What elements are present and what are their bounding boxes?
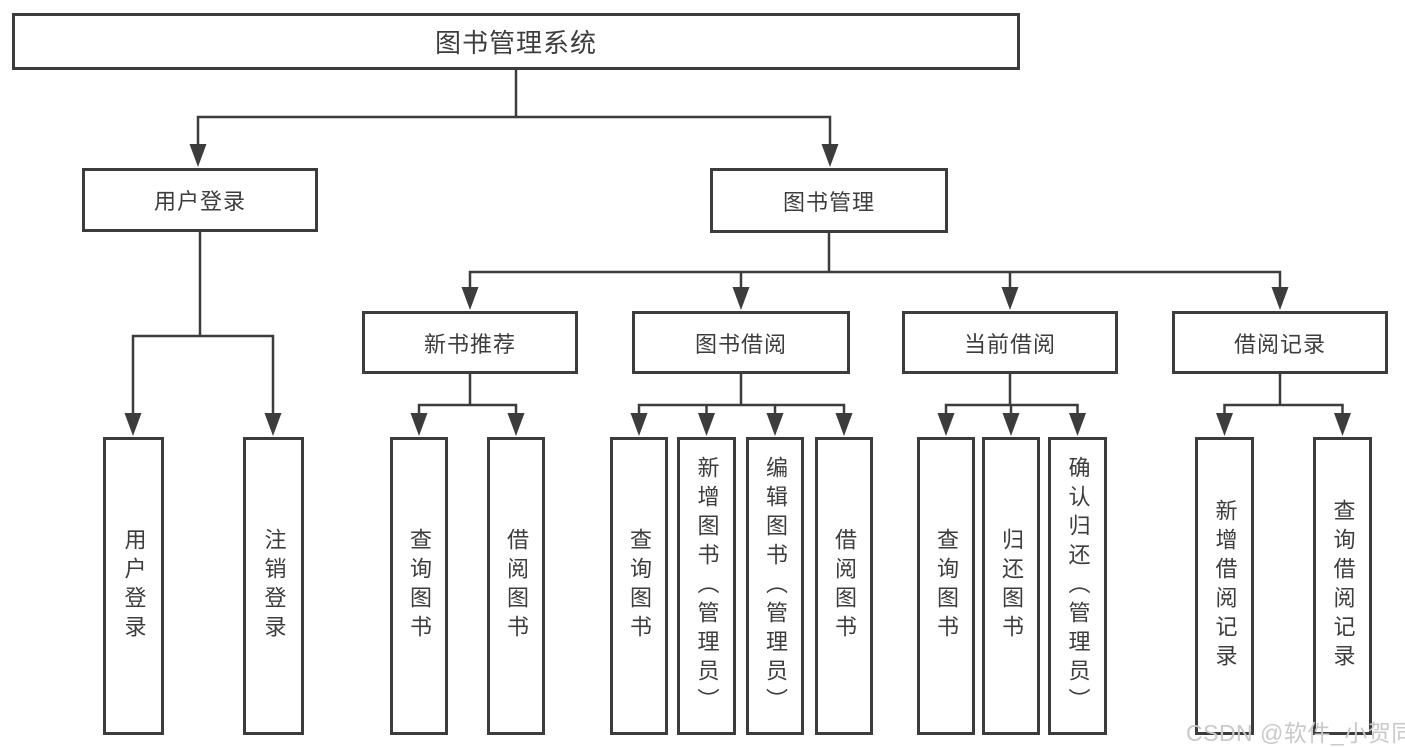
leaf-borrow-book-recommend: 借阅图书: [487, 437, 545, 735]
node-book-borrow: 图书借阅: [632, 311, 850, 374]
connector-new-book-recommend-branch: [410, 372, 525, 436]
leaf-borrow-book: 借阅图书: [815, 437, 873, 735]
node-label: 借阅图书: [504, 528, 529, 644]
leaf-return-book: 归还图书: [982, 437, 1040, 735]
arrowhead-icon: [1002, 413, 1020, 436]
node-label: 查询借阅记录: [1330, 499, 1356, 673]
node-borrow-records: 借阅记录: [1172, 311, 1388, 374]
leaf-query-book-current: 查询图书: [917, 437, 975, 735]
arrowhead-icon: [698, 413, 715, 436]
node-label: 归还图书: [999, 528, 1024, 644]
connector-book-management-branch: [461, 231, 1289, 310]
leaf-confirm-return-admin: 确认归还（管理员）: [1048, 437, 1107, 735]
node-label: 图书管理: [782, 189, 875, 215]
arrowhead-icon: [189, 144, 207, 167]
node-library-management-system: 图书管理系统: [12, 13, 1020, 70]
arrowhead-icon: [264, 413, 282, 436]
node-label: 当前借阅: [963, 331, 1056, 357]
node-label: 确认归还（管理员）: [1065, 455, 1091, 717]
leaf-add-book-admin: 新增图书（管理员）: [677, 437, 736, 735]
leaf-edit-book-admin: 编辑图书（管理员）: [746, 437, 804, 735]
leaf-query-borrow-record: 查询借阅记录: [1313, 437, 1372, 735]
node-label: 查询图书: [934, 528, 959, 644]
connector-root-to-level2: [189, 68, 839, 167]
arrowhead-icon: [507, 413, 525, 436]
leaf-add-borrow-record: 新增借阅记录: [1195, 437, 1254, 735]
arrowhead-icon: [821, 144, 839, 167]
leaf-query-book-recommend: 查询图书: [390, 437, 448, 735]
node-label: 注销登录: [261, 528, 287, 644]
leaf-user-login: 用户登录: [103, 437, 164, 735]
arrowhead-icon: [1334, 413, 1351, 436]
arrowhead-icon: [1216, 413, 1233, 436]
arrowhead-icon: [766, 413, 784, 436]
node-user-login: 用户登录: [82, 168, 318, 232]
node-label: 用户登录: [121, 528, 147, 644]
csdn-watermark: CSDN @软件_小贺同学: [1186, 720, 1405, 746]
node-book-management: 图书管理: [710, 168, 948, 233]
leaf-logout: 注销登录: [243, 437, 304, 735]
node-new-book-recommend: 新书推荐: [362, 311, 578, 374]
node-label: 图书借阅: [694, 331, 787, 357]
node-label: 新增借阅记录: [1212, 499, 1238, 673]
arrowhead-icon: [835, 413, 853, 436]
arrowhead-icon: [937, 413, 955, 436]
node-label: 新书推荐: [423, 331, 516, 357]
connector-borrow-records-branch: [1216, 372, 1351, 436]
node-label: 用户登录: [153, 189, 246, 214]
arrowhead-icon: [1271, 287, 1289, 310]
node-label: 借阅记录: [1233, 331, 1326, 357]
arrowhead-icon: [1069, 413, 1086, 436]
arrowhead-icon: [124, 413, 142, 436]
leaf-query-book-borrow: 查询图书: [610, 437, 668, 735]
node-label: 查询图书: [627, 528, 652, 644]
node-label: 借阅图书: [832, 528, 857, 644]
arrowhead-icon: [1001, 287, 1019, 310]
node-current-borrow: 当前借阅: [902, 311, 1118, 374]
connector-book-borrow-branch: [630, 372, 853, 436]
node-label: 编辑图书（管理员）: [763, 455, 788, 717]
node-label: 新增图书（管理员）: [694, 455, 720, 717]
connector-current-borrow-branch: [937, 372, 1086, 436]
arrowhead-icon: [410, 413, 428, 436]
arrowhead-icon: [630, 413, 648, 436]
arrowhead-icon: [461, 287, 479, 310]
connector-user-login-branch: [124, 230, 282, 436]
node-label: 查询图书: [407, 528, 432, 644]
arrowhead-icon: [732, 287, 750, 310]
node-label: 图书管理系统: [434, 28, 597, 58]
